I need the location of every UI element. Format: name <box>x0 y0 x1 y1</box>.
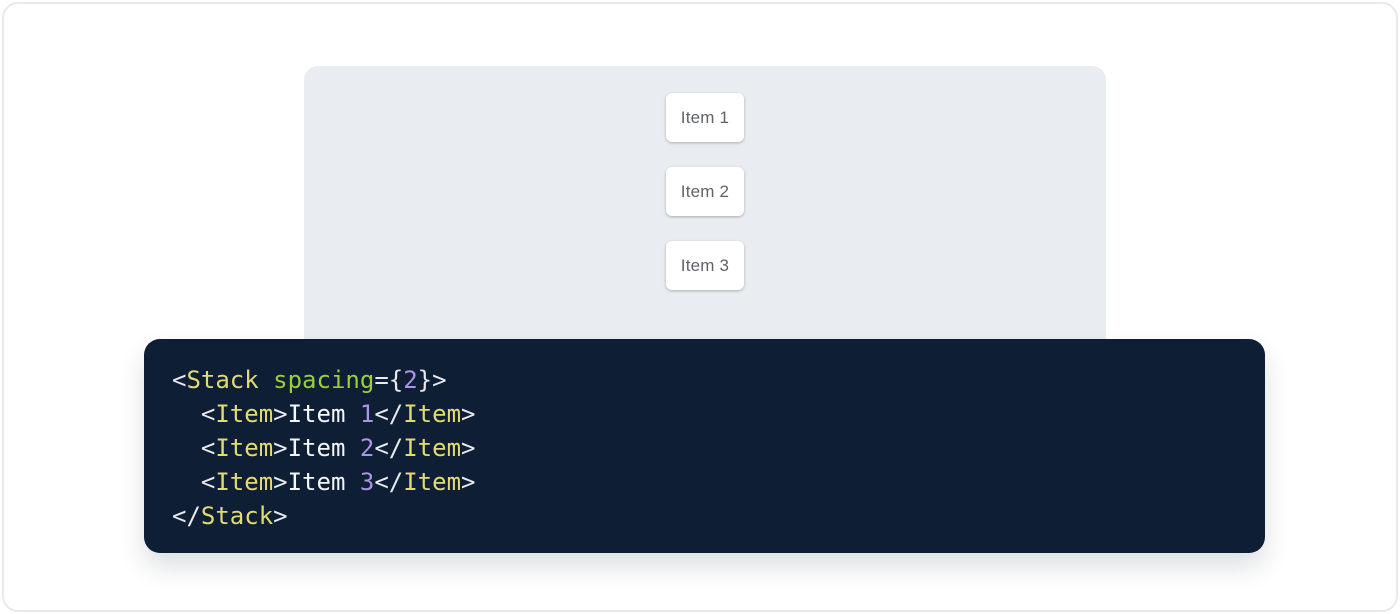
code-token-punct: </ <box>374 434 404 462</box>
code-token-punct: </ <box>172 502 201 530</box>
code-token-plain <box>259 366 273 394</box>
code-token-punct: < <box>172 366 187 394</box>
code-line: <Item>Item 1</Item> <box>172 397 1237 431</box>
code-token-plain: Item <box>287 400 360 428</box>
code-token-punct: < <box>200 468 216 496</box>
code-token-punct: > <box>273 502 288 530</box>
code-token-punct: < <box>200 434 216 462</box>
code-token-attr: spacing <box>273 366 375 394</box>
code-token-punct: }> <box>417 366 447 394</box>
code-token-punct: > <box>461 468 476 496</box>
code-token-punct: </ <box>374 400 404 428</box>
code-lines: <Stack spacing={2}> <Item>Item 1</Item> … <box>172 363 1237 533</box>
code-block: <Stack spacing={2}> <Item>Item 1</Item> … <box>144 339 1265 553</box>
code-token-num: 1 <box>359 400 375 428</box>
code-token-punct: ={ <box>374 366 404 394</box>
code-token-tag: Item <box>215 400 274 428</box>
code-token-num: 2 <box>403 366 418 394</box>
code-line: </Stack> <box>172 499 1237 533</box>
code-token-tag: Item <box>215 434 274 462</box>
code-token-plain: Item <box>287 468 360 496</box>
code-token-tag: Stack <box>200 502 274 530</box>
code-token-punct: </ <box>374 468 404 496</box>
stack-item-2: Item 2 <box>666 167 744 216</box>
code-line: <Item>Item 3</Item> <box>172 465 1237 499</box>
code-token-punct: > <box>461 434 476 462</box>
code-token-plain <box>172 468 201 496</box>
code-token-num: 3 <box>359 468 375 496</box>
code-token-tag: Stack <box>186 366 259 394</box>
code-token-punct: > <box>273 434 288 462</box>
code-token-punct: > <box>273 400 288 428</box>
code-line: <Stack spacing={2}> <box>172 363 1237 397</box>
code-line: <Item>Item 2</Item> <box>172 431 1237 465</box>
code-token-tag: Item <box>215 468 274 496</box>
code-token-tag: Item <box>403 468 462 496</box>
code-token-tag: Item <box>403 400 462 428</box>
code-token-plain: Item <box>287 434 360 462</box>
code-token-plain <box>172 434 201 462</box>
code-token-punct: < <box>200 400 216 428</box>
code-token-punct: > <box>461 400 476 428</box>
stack-item-1: Item 1 <box>666 93 744 142</box>
code-token-punct: > <box>273 468 288 496</box>
code-token-tag: Item <box>403 434 462 462</box>
code-token-num: 2 <box>359 434 375 462</box>
code-token-plain <box>172 400 201 428</box>
stack-item-3: Item 3 <box>666 241 744 290</box>
